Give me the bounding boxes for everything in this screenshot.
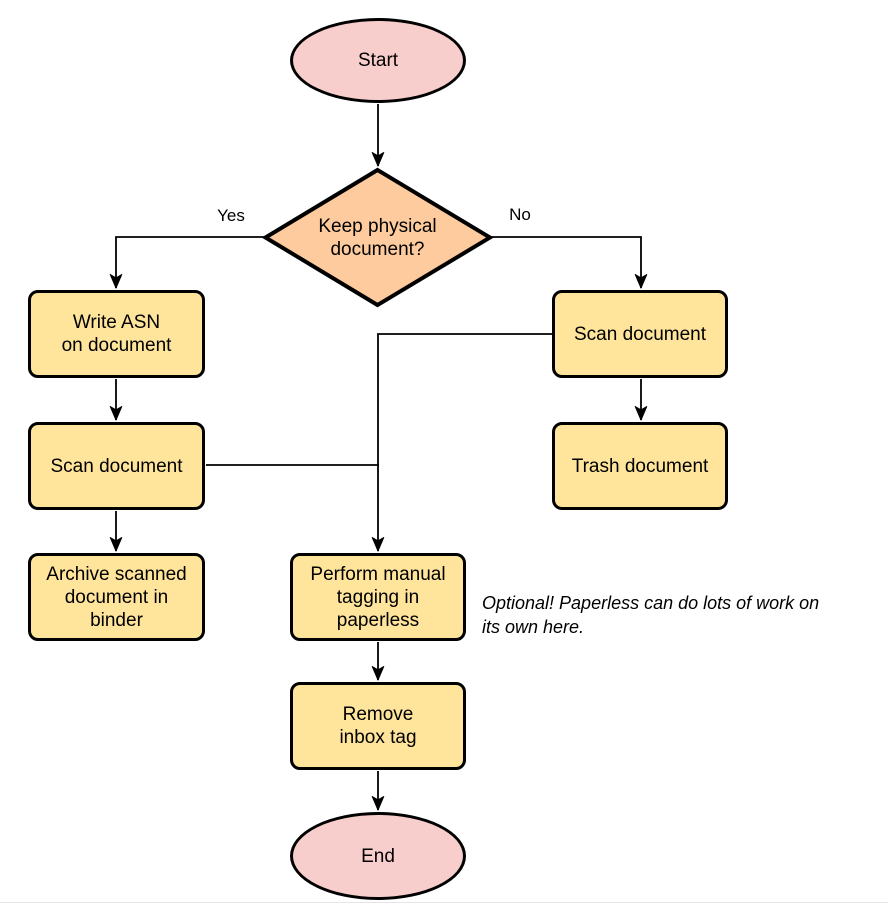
scan-document-left-node: Scan document xyxy=(28,422,205,510)
scan-document-left-label: Scan document xyxy=(50,455,183,477)
decision-label: Keep physical document? xyxy=(318,215,437,260)
write-asn-label: Write ASN on document xyxy=(61,312,172,356)
diamond-shape xyxy=(262,167,493,308)
start-label: Start xyxy=(357,50,399,71)
archive-node: Archive scanned document in binder xyxy=(28,553,205,641)
edge-scanright-tagging xyxy=(371,333,552,552)
optional-annotation: Optional! Paperless can do lots of work … xyxy=(482,593,820,637)
no-branch-label: No xyxy=(509,205,531,224)
bottom-divider xyxy=(0,902,888,903)
trash-document-label: Trash document xyxy=(571,455,709,477)
archive-label: Archive scanned document in binder xyxy=(46,563,187,631)
edge-decision-scanright-no xyxy=(489,236,648,289)
manual-tagging-label: Perform manual tagging in paperless xyxy=(310,563,446,631)
scan-document-right-label: Scan document xyxy=(573,323,707,345)
remove-inbox-tag-label: Remove inbox tag xyxy=(339,704,417,748)
start-node: Start xyxy=(290,18,466,103)
write-asn-node: Write ASN on document xyxy=(28,290,205,378)
edge-decision-writeasn-yes xyxy=(109,236,266,289)
manual-tagging-node: Perform manual tagging in paperless xyxy=(290,553,466,641)
end-node: End xyxy=(290,812,466,900)
remove-inbox-tag-node: Remove inbox tag xyxy=(290,682,466,770)
end-label: End xyxy=(361,845,395,867)
yes-branch-label: Yes xyxy=(217,206,245,225)
scan-document-right-node: Scan document xyxy=(552,290,728,378)
decision-node: Keep physical document? xyxy=(262,167,493,308)
trash-document-node: Trash document xyxy=(552,422,728,510)
